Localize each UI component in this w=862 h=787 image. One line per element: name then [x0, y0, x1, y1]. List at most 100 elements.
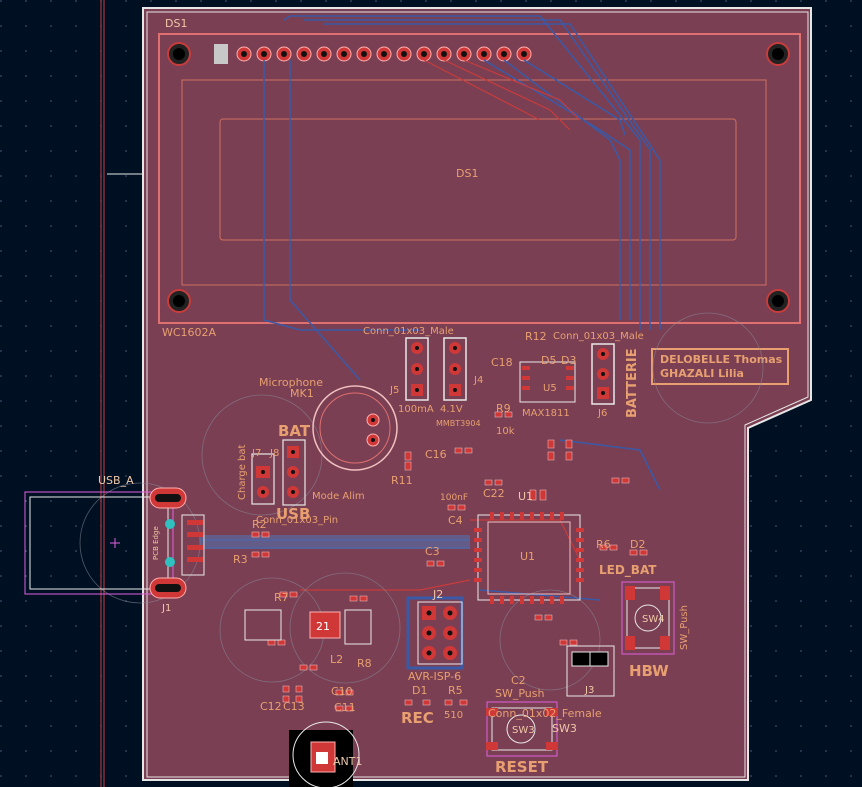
mounting-hole — [766, 42, 790, 66]
led-bat-label: LED_BAT — [599, 563, 657, 578]
mounting-hole — [167, 289, 191, 313]
avr-isp-label: AVR-ISP-6 — [408, 670, 461, 683]
j1-label: J1 — [161, 603, 171, 614]
conn-female-label: Conn_01x02_Female — [488, 707, 602, 720]
r5-label: R5 — [448, 684, 463, 697]
u5-label: U5 — [543, 383, 557, 394]
mounting-hole — [167, 42, 191, 66]
u1-label: U1 — [520, 550, 535, 563]
j8-label: J8 — [269, 448, 279, 459]
r5-value: 510 — [444, 710, 463, 721]
c12-label: C12 — [260, 700, 282, 713]
connector-j5 — [405, 337, 429, 401]
rec-label: REC — [401, 709, 434, 727]
d3-label: D3 — [561, 354, 576, 367]
voltage-label: 4.1V — [440, 404, 463, 415]
c4-label: C4 — [448, 514, 463, 527]
r3-label: R3 — [233, 553, 248, 566]
mk1-label: MK1 — [290, 387, 314, 400]
c22-label: C22 — [483, 487, 505, 500]
connector-j7 — [251, 453, 275, 505]
mcu-u1 — [474, 512, 584, 604]
sw-push-label-2: SW_Push — [679, 605, 690, 650]
antenna-ant1 — [289, 721, 360, 787]
sw3-label: SW3 — [552, 722, 577, 735]
board-outline — [142, 7, 812, 781]
usb-label: USB — [276, 505, 310, 523]
microphone-label: Microphone — [259, 376, 323, 389]
usb-connector-j1 — [149, 487, 205, 599]
c18-label: C18 — [491, 356, 513, 369]
usb-body — [29, 496, 169, 590]
max-label: MAX1811 — [522, 408, 570, 419]
d5-label: D5 — [541, 354, 556, 367]
d2-label: D2 — [630, 538, 645, 551]
r8-label: R8 — [357, 657, 372, 670]
usb-trace — [200, 535, 470, 549]
connector-j2-avr-isp — [406, 596, 464, 670]
sw4-label: SW4 — [642, 614, 665, 625]
j2-label: J2 — [432, 588, 443, 601]
display-header — [214, 44, 532, 64]
ic21-label: 21 — [316, 620, 330, 633]
display-ref-center: DS1 — [456, 167, 478, 180]
connector-j6 — [591, 343, 615, 405]
display-outline — [158, 33, 801, 324]
sw3-center-label: SW3 — [512, 725, 535, 736]
author-line-1: DELOBELLE Thomas — [660, 353, 783, 366]
sw-push-label: SW_Push — [495, 687, 545, 700]
board-edge-inner — [146, 11, 809, 778]
display-model: WC1602A — [162, 326, 217, 339]
ant1-label: ANT1 — [333, 755, 362, 768]
mmbt-label: MMBT3904 — [436, 419, 481, 428]
usb-a-label: USB_A — [98, 474, 134, 487]
r9-value: 10k — [496, 426, 515, 437]
r2-label: R2 — [252, 518, 267, 531]
c13-label: C13 — [283, 700, 305, 713]
mode-alim-label: Mode Alim — [312, 491, 365, 502]
conn-pin-label: Conn_01x03_Pin — [256, 515, 338, 526]
switch-sw3-reset — [486, 701, 558, 757]
microphone-mk1 — [312, 385, 398, 471]
conn-male-label: Conn_01x03_Male — [363, 326, 454, 337]
rf-ic — [244, 609, 372, 645]
reset-label: RESET — [495, 758, 549, 776]
r9-label: R9 — [496, 402, 511, 415]
d1-label: D1 — [412, 684, 427, 697]
display-bezel — [181, 79, 767, 286]
j4-label: J4 — [473, 375, 483, 386]
copper-traces-front — [300, 59, 581, 591]
l2-label: L2 — [330, 653, 343, 666]
switch-sw4-hbw — [621, 581, 675, 655]
c100nf-label: 100nF — [440, 493, 468, 503]
pcb-edge-label: PCB Edge — [152, 526, 160, 560]
connector-j4 — [443, 337, 467, 401]
c10-label: C10 — [331, 685, 353, 698]
c3-label: C3 — [425, 545, 440, 558]
r11-label: R11 — [391, 474, 413, 487]
c16-label: C16 — [425, 448, 447, 461]
author-line-2: GHAZALI Lilia — [660, 367, 744, 380]
charge-bat-label: Charge bat — [237, 444, 248, 500]
r6-label: R6 — [596, 538, 611, 551]
j7-label: J7 — [251, 448, 261, 459]
bat-label: BAT — [278, 422, 311, 440]
usb-courtyard — [24, 491, 174, 595]
display-ref: DS1 — [165, 17, 187, 30]
r7-label: R7 — [274, 591, 289, 604]
conn-male-label-2: Conn_01x03_Male — [553, 331, 644, 342]
c2-label: C2 — [511, 674, 526, 687]
author-box — [651, 348, 789, 385]
j6-label: J6 — [597, 408, 607, 419]
smd-pads — [251, 411, 648, 712]
r12-label: R12 — [525, 330, 547, 343]
c11-label: C11 — [334, 701, 356, 714]
battery-label: BATTERIE — [625, 348, 640, 418]
display-active-area — [219, 118, 737, 241]
ic-u5 — [519, 361, 576, 403]
hbw-label: HBW — [629, 662, 669, 680]
mounting-hole — [766, 289, 790, 313]
j5-label: J5 — [389, 385, 399, 396]
